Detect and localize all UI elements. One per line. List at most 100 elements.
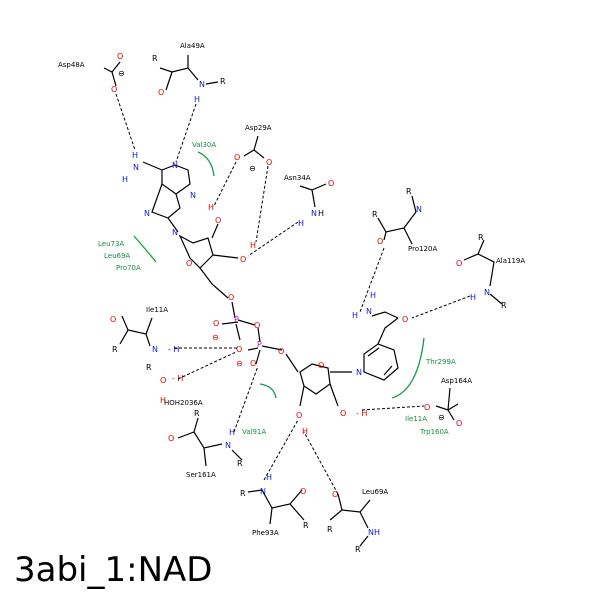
- pro120a-r2: R: [406, 187, 412, 196]
- adenine-ring: [142, 161, 191, 233]
- residue-ser161a: Ser161A: [186, 471, 216, 479]
- diagram-title: 3abi_1:NAD: [14, 550, 213, 590]
- pyrophosphate: [221, 301, 299, 373]
- phe93a-o: O: [300, 487, 306, 496]
- nribose-h3: - H: [356, 409, 367, 418]
- residue-asp48a: Asp48A: [58, 61, 85, 69]
- residue-ala119a: Ala119A: [496, 257, 525, 265]
- pn-oxygen-charge: ⊖: [236, 359, 243, 368]
- residue-ile11a: Ile11A: [146, 306, 168, 314]
- adenine-n1: N: [172, 161, 178, 170]
- nicotinamide-n1: N⁺: [356, 368, 366, 377]
- asp164a-charge: ⊖: [438, 413, 445, 422]
- ribose-h3: H: [250, 241, 256, 250]
- asp48a-charge: ⊖: [118, 69, 125, 78]
- leu69a-o: O: [332, 490, 338, 499]
- water-h1: - H: [172, 374, 183, 383]
- ala119a-r1: R: [478, 233, 484, 242]
- adenine-n7: N: [144, 209, 150, 218]
- ser161a-o: O: [168, 434, 174, 443]
- nicotinamide-ribose: [299, 363, 352, 407]
- phe93a-h: H: [266, 473, 272, 482]
- water-hoh2036a-group: O - H H HOH2036A: [160, 374, 203, 407]
- asp48a-o1: O: [117, 52, 123, 61]
- ala49a-r1: R: [152, 54, 158, 63]
- water-oxygen: O: [160, 376, 166, 385]
- phe93a-n: N: [260, 487, 266, 496]
- ala119a-h: H: [470, 293, 476, 302]
- carboxamide-oxygen: O: [402, 315, 408, 324]
- residue-asn34a-group: Asn34A O N H H: [284, 174, 334, 228]
- pro120a-r1: R: [372, 210, 378, 219]
- ala49a-n: N: [199, 80, 205, 89]
- carboxamide-nitrogen: N: [366, 307, 372, 316]
- residue-leu69a-group: R O Leu69A NH R: [327, 488, 388, 554]
- residue-ile11a-group: O Ile11A R N - H R: [110, 306, 179, 372]
- hydrophobic-contacts: [133, 151, 425, 399]
- ala49a-r2: R: [220, 77, 226, 86]
- nribose-h2: H: [302, 427, 308, 436]
- nribose-ring-oxygen: O: [318, 361, 324, 370]
- residue-asn34a: Asn34A: [284, 174, 311, 182]
- ser161a-r2: R: [237, 459, 243, 468]
- asp29a-o2: O: [266, 158, 272, 167]
- hydrophobic-val30a: Val30A: [192, 141, 216, 149]
- residue-leu69a: Leu69A: [362, 488, 388, 496]
- ribose-h2: H: [208, 203, 214, 212]
- ile11a-r1: R: [112, 345, 118, 354]
- carboxamide-h2: H: [352, 311, 358, 320]
- residue-pro120a: Pro120A: [408, 245, 437, 253]
- hydrogen-bonds: [115, 93, 471, 495]
- residue-asp29a: Asp29A: [245, 124, 272, 132]
- residue-asp29a-group: Asp29A O O ⊖: [234, 124, 272, 173]
- asp48a-o2: O: [111, 85, 117, 94]
- pn-oxygen-2: O: [250, 359, 256, 368]
- leu69a-r1: R: [327, 525, 333, 534]
- residue-ala119a-group: R O Ala119A N H R: [456, 233, 525, 310]
- residue-asp164a: Asp164A: [441, 377, 472, 385]
- pa-oxygen-2: O: [254, 321, 260, 330]
- asn34a-o: O: [328, 179, 334, 188]
- hydrophobic-thr299a: Thr299A: [425, 358, 456, 366]
- hydrophobic-trp160a: Trp160A: [419, 428, 449, 436]
- ala119a-n: N: [484, 288, 490, 297]
- ile11a-r2: R: [146, 363, 152, 372]
- residue-hoh2036a: HOH2036A: [164, 399, 203, 407]
- leu69a-r2: R: [355, 545, 361, 554]
- ribose-ring-oxygen: O: [186, 259, 192, 268]
- hydrophobic-leu69a: Leu69A: [104, 252, 130, 260]
- ser161a-h: H: [229, 428, 235, 437]
- adenine-n6: N: [133, 163, 139, 172]
- residue-pro120a-group: R R N O Pro120A: [372, 187, 437, 253]
- asn34a-h-dash: H: [318, 209, 324, 218]
- pro120a-n: N: [416, 205, 422, 214]
- adenine-n9: N: [172, 228, 178, 237]
- leu69a-n: NH: [368, 528, 380, 537]
- adenosine-ribose: [178, 223, 239, 299]
- hydrophobic-val91a: Val91A: [242, 428, 266, 436]
- phe93a-r2: R: [303, 521, 309, 530]
- pa-oxygen-3: ⊖: [212, 333, 219, 342]
- asn34a-h: H: [298, 219, 304, 228]
- pa-oxygen-1: O: [213, 319, 219, 328]
- nicotinamide-ring: [363, 311, 399, 381]
- residue-asp48a-group: Asp48A O O ⊖: [58, 52, 125, 94]
- asp29a-charge: ⊖: [249, 164, 256, 173]
- ala119a-r2: R: [501, 301, 507, 310]
- hydrophobic-ile11a: Ile11A: [405, 415, 427, 423]
- asp164a-o1: O: [424, 403, 430, 412]
- ribose-o2: O: [215, 216, 221, 225]
- phosphorus-a: P: [234, 315, 239, 324]
- hydrophobic-leu73a: Leu73A: [98, 240, 124, 248]
- adenine-h6a: H: [132, 151, 138, 160]
- ser161a-r1: R: [194, 409, 200, 418]
- asp29a-o1: O: [234, 153, 240, 162]
- ile11a-o: O: [110, 315, 116, 324]
- hydrophobic-pro70a: Pro70A: [116, 264, 141, 272]
- ser161a-n: N: [225, 441, 231, 450]
- phe93a-r1: R: [240, 489, 246, 498]
- ribose-o5: O: [228, 293, 234, 302]
- residue-asp164a-group: Asp164A O O ⊖: [424, 377, 472, 428]
- adenine-n3: N: [190, 191, 196, 200]
- pn-oxygen-3: O: [278, 347, 284, 356]
